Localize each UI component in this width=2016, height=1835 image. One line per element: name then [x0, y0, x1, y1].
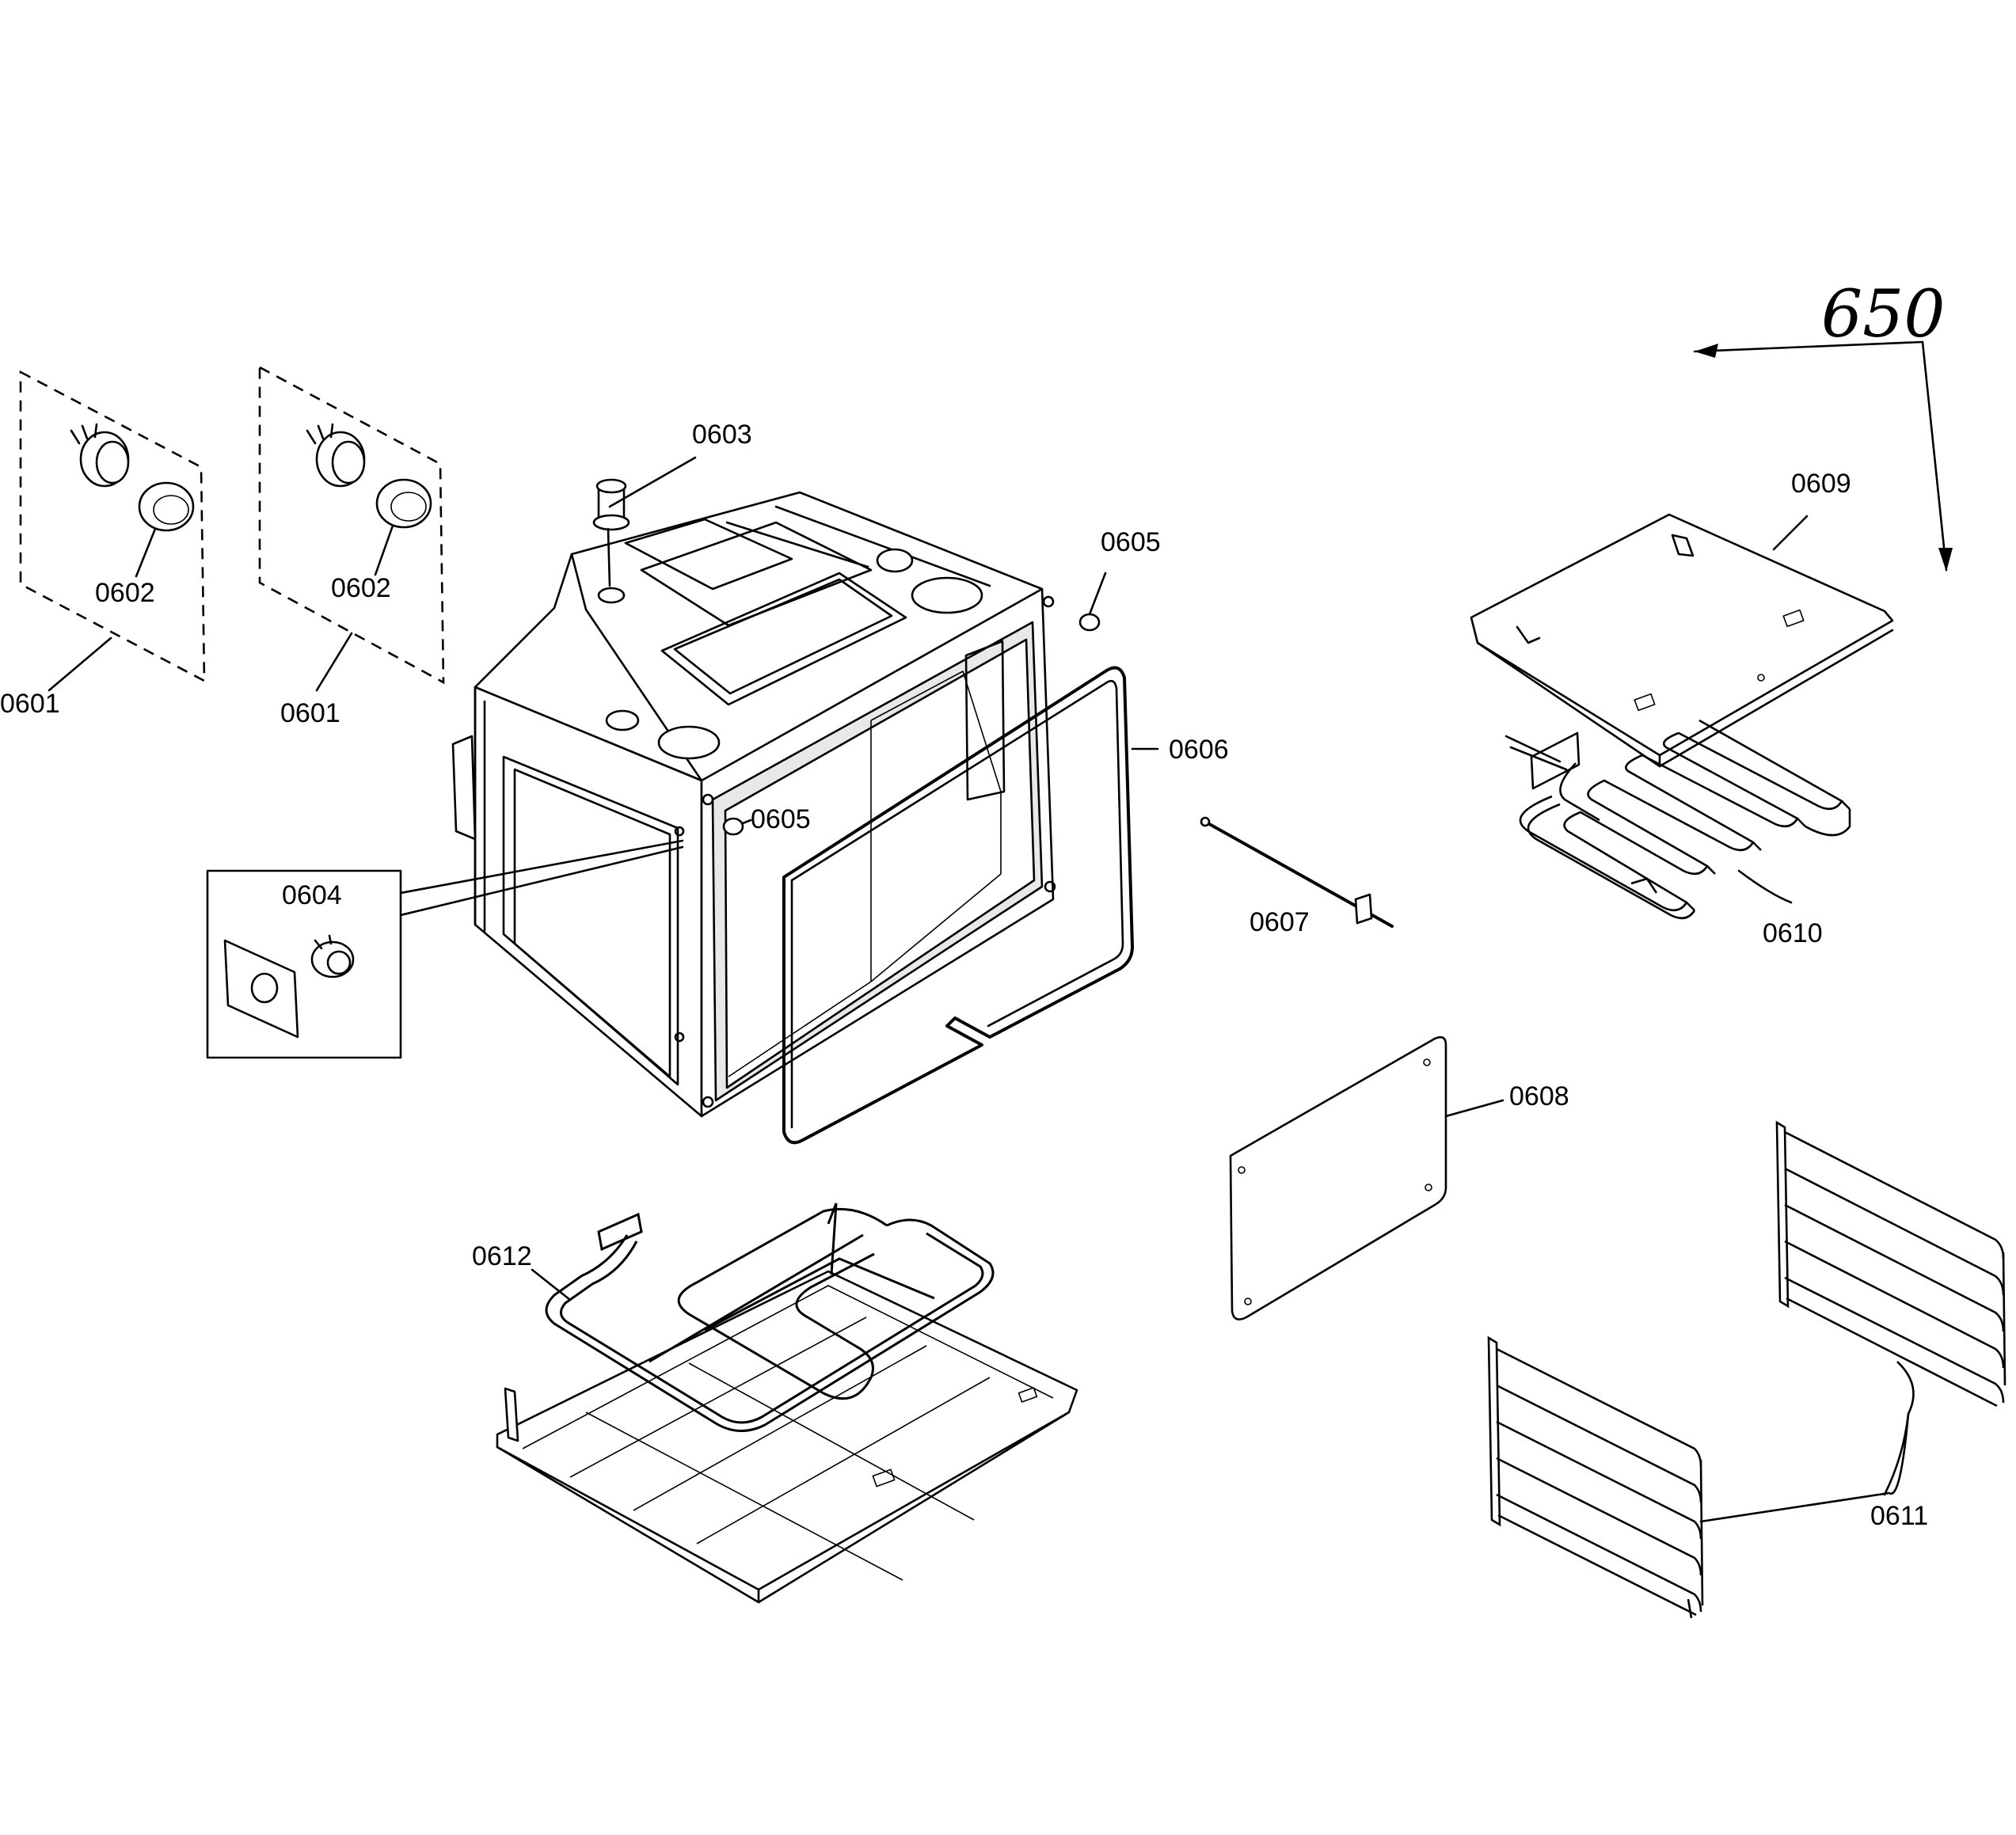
bumper-top-0605	[1078, 572, 1107, 632]
lamp-socket-right	[306, 423, 366, 488]
lamp-kit-left	[19, 370, 206, 692]
bottom-heater-0612	[545, 1202, 995, 1433]
label-0604: 0604	[282, 880, 342, 910]
lamp-holder-0604	[310, 934, 355, 978]
lamp-cover-left	[138, 481, 195, 532]
bumper-front-0605	[722, 817, 752, 836]
label-0601-left: 0601	[0, 689, 60, 719]
door-gasket-0606	[782, 666, 1159, 1145]
side-rack-left-0611	[1487, 1335, 1704, 1619]
lamp-cover-right	[375, 478, 432, 529]
lamp-kit-right	[258, 365, 445, 692]
heating-element-0610	[1504, 719, 1851, 920]
sensor-rod-0607	[1200, 816, 1394, 928]
lamp-socket-left	[70, 423, 130, 488]
rear-panel-0608	[1229, 1035, 1504, 1320]
label-0610: 0610	[1763, 918, 1823, 948]
label-0602-right: 0602	[331, 573, 391, 603]
oven-cavity	[451, 491, 1056, 1118]
reference-arrow	[1693, 340, 1953, 572]
leader-0611-right	[1883, 1412, 1910, 1496]
leader-0612	[531, 1268, 572, 1301]
label-0611: 0611	[1870, 1501, 1928, 1531]
reference-number-650: 650	[1821, 277, 1946, 352]
label-0606: 0606	[1169, 735, 1229, 765]
label-0607: 0607	[1250, 907, 1310, 937]
top-plate-0609	[1470, 513, 1894, 768]
bottom-plate-0612	[496, 1270, 1078, 1604]
top-fitting-0603	[592, 456, 697, 604]
label-0605-front: 0605	[751, 804, 811, 834]
label-0608: 0608	[1509, 1081, 1569, 1111]
label-0612: 0612	[472, 1241, 532, 1271]
label-0602-left: 0602	[95, 578, 155, 608]
reference-650-group: 650	[1693, 277, 1953, 572]
label-0609: 0609	[1791, 469, 1851, 499]
label-0605-top: 0605	[1101, 527, 1161, 557]
callout-0604	[206, 839, 684, 1059]
label-0603: 0603	[692, 420, 752, 450]
label-0601-right: 0601	[280, 698, 340, 728]
side-rack-right-0611	[1775, 1120, 2006, 1415]
